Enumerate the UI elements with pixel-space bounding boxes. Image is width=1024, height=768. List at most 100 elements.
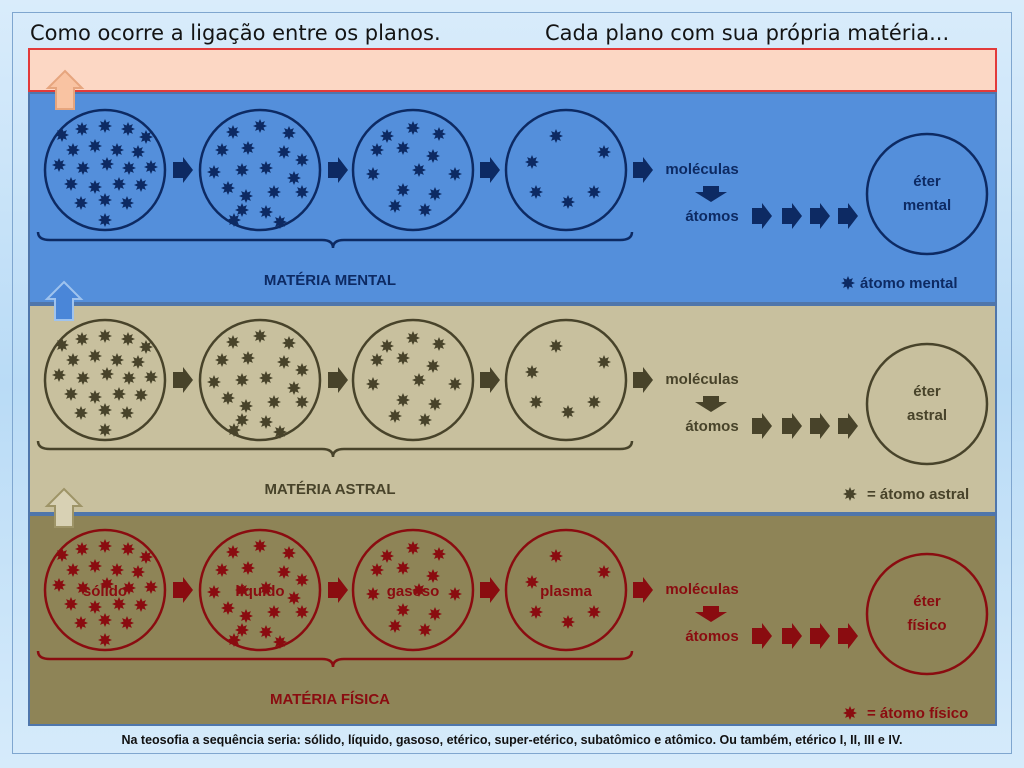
- star-atom-icon: [66, 563, 80, 577]
- star-atom-icon: [587, 185, 601, 199]
- star-atom-icon: [366, 587, 380, 601]
- star-atom-icon: [131, 355, 145, 369]
- star-atom-icon: [131, 565, 145, 579]
- star-atom-icon: [139, 130, 153, 144]
- star-atom-icon: [134, 598, 148, 612]
- star-atom-icon: [253, 539, 267, 553]
- star-atom-icon: [412, 163, 426, 177]
- star-atom-icon: [215, 353, 229, 367]
- star-atom-icon: [207, 375, 221, 389]
- star-atom-icon: [428, 607, 442, 621]
- star-atom-icon: [235, 163, 249, 177]
- star-atom-icon: [380, 339, 394, 353]
- matter-circle: [43, 108, 167, 232]
- star-atom-icon: [88, 390, 102, 404]
- star-atom-icon: [122, 371, 136, 385]
- right-arrow-icon: [752, 203, 772, 229]
- circle-label: gasoso: [387, 583, 440, 600]
- star-atom-icon: [120, 616, 134, 630]
- star-atom-icon: [259, 415, 273, 429]
- matter-label: MATÉRIA FÍSICA: [270, 691, 390, 708]
- star-atom-icon: [226, 335, 240, 349]
- star-atom-icon: [549, 339, 563, 353]
- star-atom-icon: [370, 353, 384, 367]
- star-atom-icon: [396, 141, 410, 155]
- star-atom-icon: [239, 609, 253, 623]
- star-atom-icon: [561, 405, 575, 419]
- star-atom-icon: [380, 549, 394, 563]
- circle-label: líquido: [235, 583, 284, 600]
- star-atom-icon: [112, 597, 126, 611]
- star-atom-icon: [448, 167, 462, 181]
- right-arrow-icon: [633, 367, 653, 393]
- star-atom-icon: [239, 399, 253, 413]
- star-atom-icon: [226, 125, 240, 139]
- ether-label-line1: éter: [913, 173, 941, 190]
- star-atom-icon: [406, 331, 420, 345]
- matter-circle: [504, 318, 628, 442]
- right-arrow-icon: [838, 623, 858, 649]
- star-atom-icon: [120, 406, 134, 420]
- star-atom-icon: [432, 547, 446, 561]
- star-atom-icon: [75, 122, 89, 136]
- star-atom-icon: [64, 387, 78, 401]
- star-atom-icon: [221, 391, 235, 405]
- star-atom-icon: [428, 187, 442, 201]
- matter-circle: [198, 528, 322, 652]
- legend-label: = átomo físico: [867, 705, 968, 722]
- star-atom-icon: [76, 161, 90, 175]
- down-arrow-icon: [695, 396, 727, 412]
- star-atom-icon: [843, 487, 857, 501]
- star-atom-icon: [235, 203, 249, 217]
- star-atom-icon: [139, 340, 153, 354]
- star-atom-icon: [121, 122, 135, 136]
- star-atom-icon: [121, 332, 135, 346]
- matter-label: MATÉRIA ASTRAL: [264, 481, 395, 498]
- ether-circle: [865, 342, 989, 466]
- curly-brace: [36, 440, 634, 458]
- band-fisica: [28, 514, 997, 726]
- star-atom-icon: [277, 355, 291, 369]
- star-atom-icon: [295, 605, 309, 619]
- up-arrow-icon: [44, 280, 84, 321]
- star-atom-icon: [75, 542, 89, 556]
- star-atom-icon: [227, 633, 241, 647]
- circle-label: sólido: [83, 583, 127, 600]
- star-atom-icon: [100, 367, 114, 381]
- atomos-label: átomos: [685, 628, 738, 645]
- star-atom-icon: [241, 141, 255, 155]
- star-atom-icon: [412, 373, 426, 387]
- star-atom-icon: [843, 706, 857, 720]
- star-atom-icon: [253, 119, 267, 133]
- star-atom-icon: [226, 545, 240, 559]
- star-atom-icon: [587, 605, 601, 619]
- star-atom-icon: [134, 388, 148, 402]
- star-atom-icon: [207, 585, 221, 599]
- matter-circle: [43, 528, 167, 652]
- right-arrow-icon: [173, 367, 193, 393]
- right-arrow-icon: [633, 157, 653, 183]
- star-atom-icon: [110, 563, 124, 577]
- star-atom-icon: [287, 591, 301, 605]
- star-atom-icon: [370, 563, 384, 577]
- star-atom-icon: [396, 393, 410, 407]
- star-atom-icon: [121, 542, 135, 556]
- matter-circle: [504, 108, 628, 232]
- star-atom-icon: [52, 578, 66, 592]
- star-atom-icon: [100, 157, 114, 171]
- ether-label-line1: éter: [913, 593, 941, 610]
- right-arrow-icon: [173, 577, 193, 603]
- star-atom-icon: [597, 565, 611, 579]
- star-atom-icon: [74, 616, 88, 630]
- star-atom-icon: [426, 149, 440, 163]
- star-atom-icon: [561, 615, 575, 629]
- star-atom-icon: [52, 368, 66, 382]
- star-atom-icon: [406, 121, 420, 135]
- star-atom-icon: [426, 569, 440, 583]
- moleculas-label: moléculas: [665, 161, 738, 178]
- star-atom-icon: [241, 351, 255, 365]
- star-atom-icon: [259, 371, 273, 385]
- moleculas-label: moléculas: [665, 371, 738, 388]
- star-atom-icon: [418, 203, 432, 217]
- star-atom-icon: [432, 337, 446, 351]
